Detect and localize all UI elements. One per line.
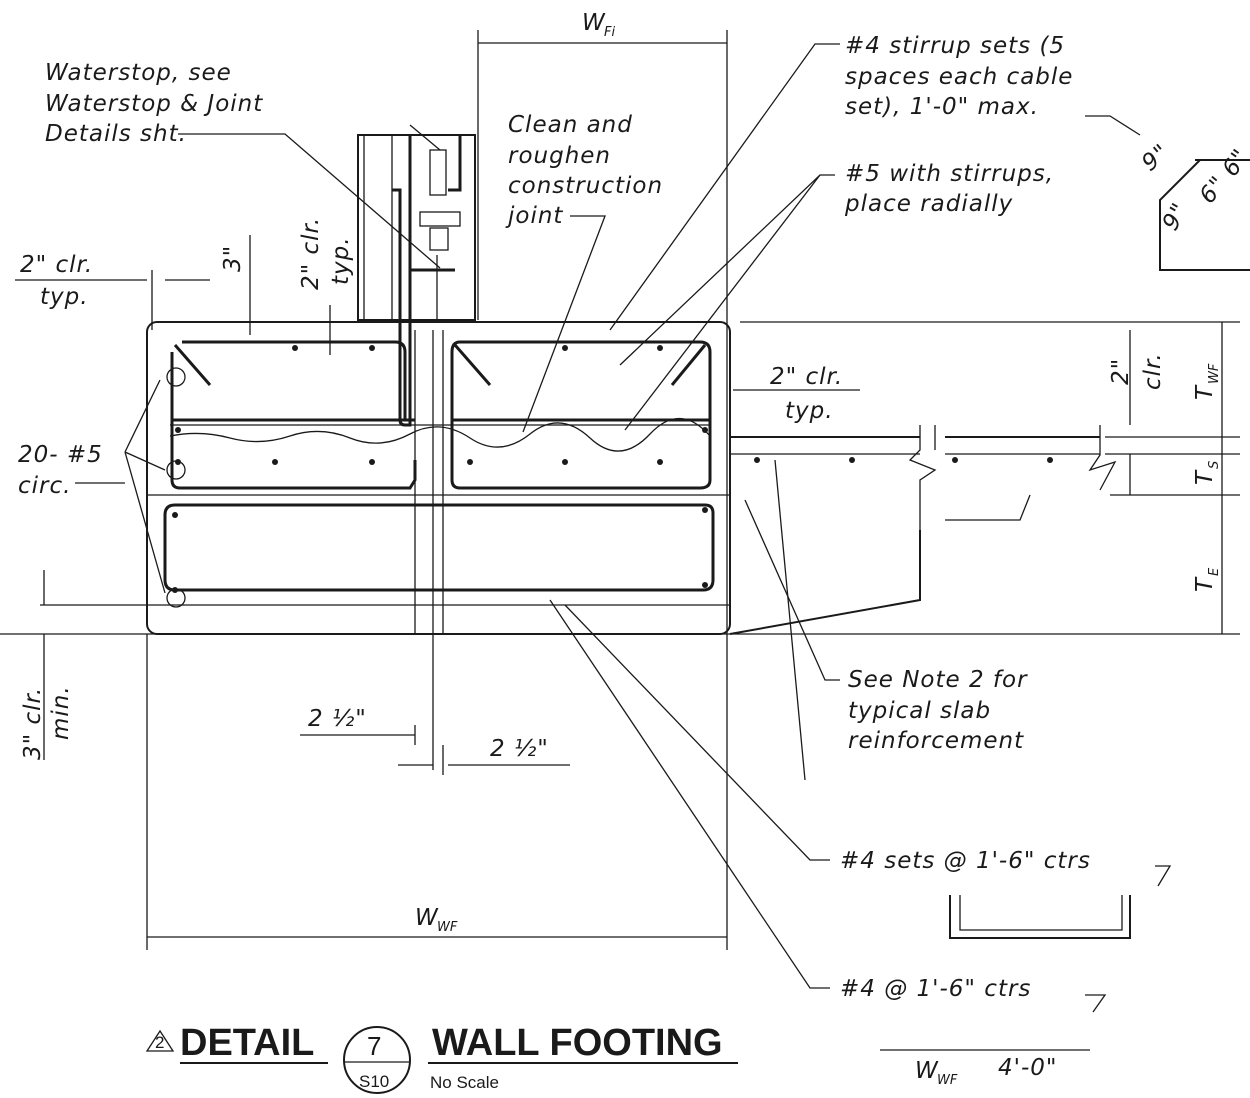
- clr-right-dim: 2" clr. typ.: [770, 364, 852, 424]
- sheet-number: S10: [359, 1072, 389, 1091]
- stirrup-shape-icon: [1159, 159, 1250, 271]
- title-block: 2 DETAIL 7 S10 WALL FOOTING No Scale: [145, 1022, 738, 1094]
- clean-joint-note: Clean and roughen construction joint: [505, 112, 671, 229]
- bottom-length-label: W WF 4'-0": [915, 1055, 1057, 1088]
- two-half-dim-a: 2 ½": [308, 706, 367, 732]
- no5-stirrups-note: #5 with stirrups, place radially: [844, 161, 1062, 217]
- clr-vert-right-dim: 2" clr.: [1108, 349, 1166, 390]
- svg-text:4'-0": 4'-0": [998, 1055, 1057, 1081]
- detail-number: 7: [367, 1031, 381, 1061]
- clr-top-dim: 2" clr. typ.: [298, 208, 354, 290]
- circ-bars-note: 20- #5 circ.: [18, 442, 111, 499]
- t-wf-label: T WF: [1192, 363, 1222, 400]
- wall-stem: [357, 124, 476, 427]
- t-s-label: T S: [1192, 461, 1222, 485]
- lower-stirrup: [163, 503, 715, 592]
- stirrup-dim-9a: 9": [1137, 139, 1175, 176]
- bar-shape-icon: [949, 895, 1131, 939]
- svg-text:2: 2: [155, 1033, 164, 1052]
- leader-lines: [75, 43, 1172, 1013]
- svg-text:T: T: [1192, 469, 1218, 485]
- detail-bubble: [343, 1026, 411, 1094]
- svg-text:T: T: [1192, 576, 1218, 592]
- stirrup-dim-6b: 6": [1218, 144, 1250, 181]
- no4-ctrs-note: #4 @ 1'-6" ctrs: [840, 976, 1031, 1002]
- dimension-lines: [0, 30, 1240, 950]
- three-clr-min-dim: 3" clr. min.: [20, 678, 74, 760]
- waterstop-note: Waterstop, see Waterstop & Joint Details…: [45, 60, 272, 147]
- upper-stirrup-left: [170, 340, 417, 490]
- svg-text:W: W: [582, 10, 606, 36]
- stirrup-sets-note: #4 stirrup sets (5 spaces each cable set…: [845, 33, 1082, 120]
- construction-joint-line: [169, 417, 711, 452]
- two-half-dim-b: 2 ½": [490, 736, 549, 762]
- svg-text:WF: WF: [437, 920, 458, 935]
- see-note-2: See Note 2 for typical slab reinforcemen…: [848, 667, 1036, 754]
- detail-label: DETAIL: [180, 1022, 314, 1064]
- svg-text:S: S: [1207, 461, 1222, 469]
- revision-triangle-icon: [145, 1029, 175, 1052]
- sets-ctrs-note: #4 sets @ 1'-6" ctrs: [840, 848, 1091, 874]
- w-fi-label: W Fi: [582, 10, 615, 40]
- rebar-dots: [166, 345, 1053, 608]
- three-in-dim: 3": [220, 245, 246, 272]
- svg-text:E: E: [1207, 567, 1222, 576]
- svg-text:T: T: [1192, 384, 1218, 400]
- svg-text:WF: WF: [937, 1073, 958, 1088]
- svg-text:Fi: Fi: [604, 25, 615, 40]
- detail-name: WALL FOOTING: [432, 1022, 723, 1064]
- t-e-label: T E: [1192, 567, 1222, 592]
- upper-stirrup-right: [450, 340, 712, 490]
- footing-outline: [40, 321, 1240, 770]
- svg-text:WF: WF: [1207, 363, 1222, 384]
- svg-text:W: W: [915, 1058, 939, 1084]
- w-wf-label: W WF: [415, 905, 458, 935]
- svg-text:W: W: [415, 905, 439, 931]
- stirrup-dim-6: 6": [1195, 171, 1232, 209]
- clr-left-dim: 2" clr. typ.: [20, 252, 102, 310]
- stirrup-dim-9b: 9": [1158, 198, 1194, 235]
- scale-label: No Scale: [430, 1073, 499, 1092]
